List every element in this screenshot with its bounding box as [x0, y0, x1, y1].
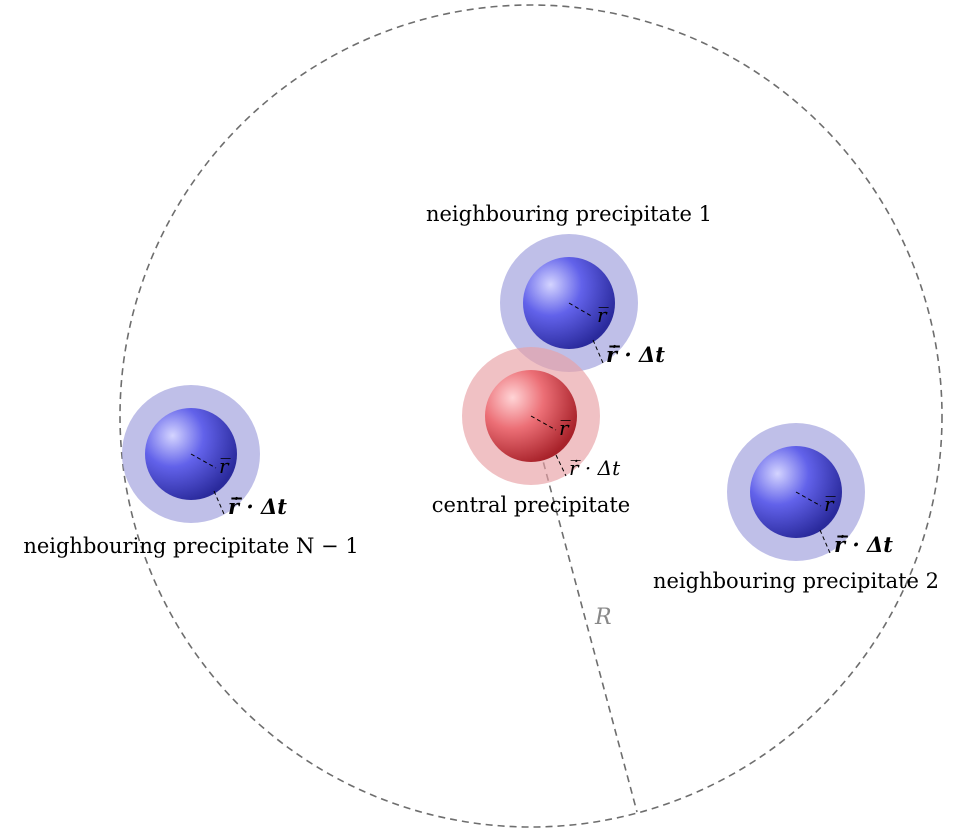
neighbour-2-growth-symbol: r̅̇ · Δt — [834, 532, 893, 557]
neighbour-2-label: neighbouring precipitate 2 — [653, 569, 939, 593]
central-radius-symbol: r̅ — [559, 416, 571, 440]
neighbour-1-radius-symbol: r̅ — [597, 303, 609, 327]
neighbour-n-minus-1-radius-tick — [190, 453, 217, 469]
radius-line — [530, 415, 638, 813]
radius-label: R — [594, 605, 612, 630]
central-radius-tick — [530, 415, 557, 431]
neighbour-n-minus-1-radius-symbol: r̅ — [219, 454, 231, 478]
cutoff-boundary-circle — [119, 4, 943, 828]
central-label: central precipitate — [432, 493, 630, 517]
neighbour-1-label: neighbouring precipitate 1 — [426, 202, 712, 226]
neighbour-1-growth-symbol: r̅̇ · Δt — [606, 342, 665, 367]
neighbour-precipitate-1: r̅ r̅̇ · Δt neighbouring precipitate 1 — [426, 202, 712, 372]
neighbour-2-radius-symbol: r̅ — [824, 492, 836, 516]
central-growth-tick — [555, 454, 567, 477]
neighbour-precipitate-2: r̅ r̅̇ · Δt neighbouring precipitate 2 — [653, 423, 939, 593]
neighbour-1-radius-tick — [568, 302, 594, 318]
neighbour-precipitate-n-minus-1: r̅ r̅̇ · Δt neighbouring precipitate N −… — [23, 385, 359, 558]
central-precipitate: r̅ r̅̇ · Δt central precipitate — [432, 347, 630, 517]
neighbour-2-radius-tick — [795, 491, 822, 507]
central-growth-symbol: r̅̇ · Δt — [569, 456, 621, 480]
neighbour-n-minus-1-growth-symbol: r̅̇ · Δt — [228, 494, 287, 519]
neighbour-n-minus-1-label: neighbouring precipitate N − 1 — [23, 534, 358, 558]
